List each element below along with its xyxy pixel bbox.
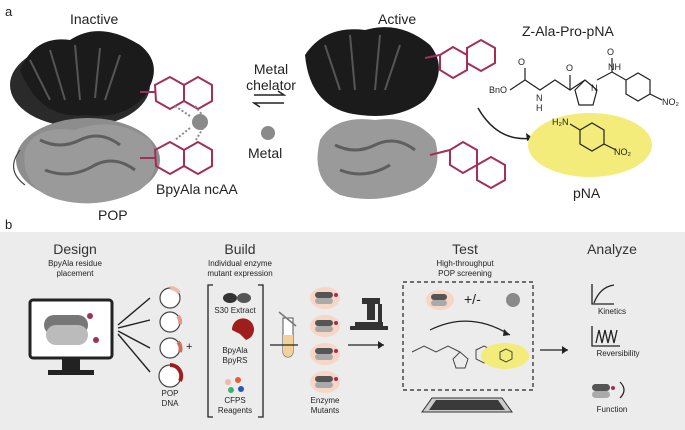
pop-catalytic-domain-active (317, 119, 438, 199)
o-label-1: O (518, 57, 526, 67)
pop-catalytic-domain-inactive (13, 118, 160, 204)
test-curved-arrow (429, 320, 511, 336)
design-computer (28, 298, 114, 375)
no2-label-1: NO₂ (662, 97, 679, 107)
reagents-label: Reagents (217, 406, 253, 415)
bpy-metal-complex (140, 75, 213, 176)
test-sub-line2: POP screening (438, 269, 492, 278)
test-title: Test (452, 241, 478, 257)
pop-label: POP (98, 207, 128, 223)
cfps-label: CFPS (224, 396, 246, 405)
o-label-3: O (607, 47, 615, 57)
metal-chelator-label-line1: Metal (253, 61, 289, 77)
plate-reader-icon (350, 298, 388, 330)
substrate-structure (509, 58, 663, 106)
cleavage-arrow (477, 107, 534, 140)
panel-b-background (0, 232, 685, 430)
inactive-label: Inactive (70, 11, 119, 27)
test-screening-box (402, 281, 534, 391)
h2n-label: H₂N (552, 117, 569, 127)
no2-label-2: NO₂ (614, 147, 631, 157)
design-sub-line2: placement (56, 269, 94, 278)
pop-propeller-domain-active (305, 27, 439, 117)
test-arrowhead (378, 341, 384, 349)
reversibility-label: Reversibility (596, 349, 640, 358)
kinetics-icon (591, 284, 615, 305)
pop-dna-plasmids (158, 287, 182, 388)
n-label-2: N (591, 83, 598, 93)
pna-product-bubble (528, 113, 652, 177)
active-label: Active (378, 11, 417, 27)
reaction-tube-icon (278, 311, 297, 358)
metal-label: Metal (248, 145, 283, 161)
design-to-dna-arrows (117, 297, 151, 373)
metal-chelator-label-line2: chelator (246, 77, 296, 93)
build-bracket (207, 284, 264, 418)
pop-dna-line2: DNA (161, 399, 179, 408)
well-plate-icon (421, 397, 513, 413)
enzyme-mutants-line2: Mutants (310, 406, 340, 415)
o-label-2: O (566, 63, 574, 73)
plasmid-mutation-arcs (169, 286, 184, 382)
analyze-arrowhead (562, 346, 568, 354)
enzyme-mutants (310, 287, 340, 393)
h-label-1: H (536, 103, 543, 113)
cleavage-arrowhead (526, 133, 533, 141)
cfps-reagents-icon (225, 377, 244, 393)
kinetics-label: Kinetics (597, 307, 626, 316)
build-sub-line1: Individual enzyme (207, 259, 273, 268)
equilibrium-arrows (251, 90, 287, 108)
function-icon (592, 381, 625, 399)
pna-structure (569, 122, 617, 152)
bpy-open-ligands (424, 38, 506, 190)
plus-sign: + (186, 341, 193, 353)
nh-label: NH (608, 62, 621, 72)
test-enzyme-icon (426, 290, 454, 310)
plus-minus-label: +/- (464, 291, 481, 307)
bpyala-label: BpyAla (222, 346, 248, 355)
panel-a-label: a (5, 4, 13, 19)
n-label-1: N (536, 93, 543, 103)
design-title: Design (53, 241, 97, 257)
bpyala-ncaa-label: BpyAla ncAA (156, 181, 238, 197)
pop-dna-line1: POP (161, 389, 179, 398)
design-sub-line1: BpyAla residue (48, 259, 102, 268)
pop-propeller-domain-inactive (10, 31, 154, 127)
panel-b-label: b (5, 217, 13, 232)
enzyme-mutants-line1: Enzyme (310, 396, 340, 405)
metal-ion-bound (192, 114, 208, 130)
pna-label: pNA (573, 185, 601, 201)
s30-extract-icon (223, 293, 251, 303)
test-sub-line1: High-throughput (436, 259, 494, 268)
bpyrs-label: BpyRS (222, 356, 248, 365)
build-sub-line2: mutant expression (207, 269, 273, 278)
test-metal-ion (506, 293, 520, 307)
s30-extract-label: S30 Extract (214, 306, 256, 315)
build-title: Build (224, 241, 256, 257)
test-pna-bubble (481, 343, 529, 369)
bpyrs-icon (231, 318, 254, 340)
metal-ion-free (261, 126, 275, 140)
reversibility-icon (591, 326, 620, 347)
function-label: Function (596, 405, 628, 414)
analyze-title: Analyze (587, 241, 637, 257)
test-curved-arrowhead (503, 329, 510, 336)
test-pna-structure (499, 348, 513, 363)
substrate-label: Z-Ala-Pro-pNA (522, 23, 614, 39)
bno-label: BnO (489, 85, 508, 95)
